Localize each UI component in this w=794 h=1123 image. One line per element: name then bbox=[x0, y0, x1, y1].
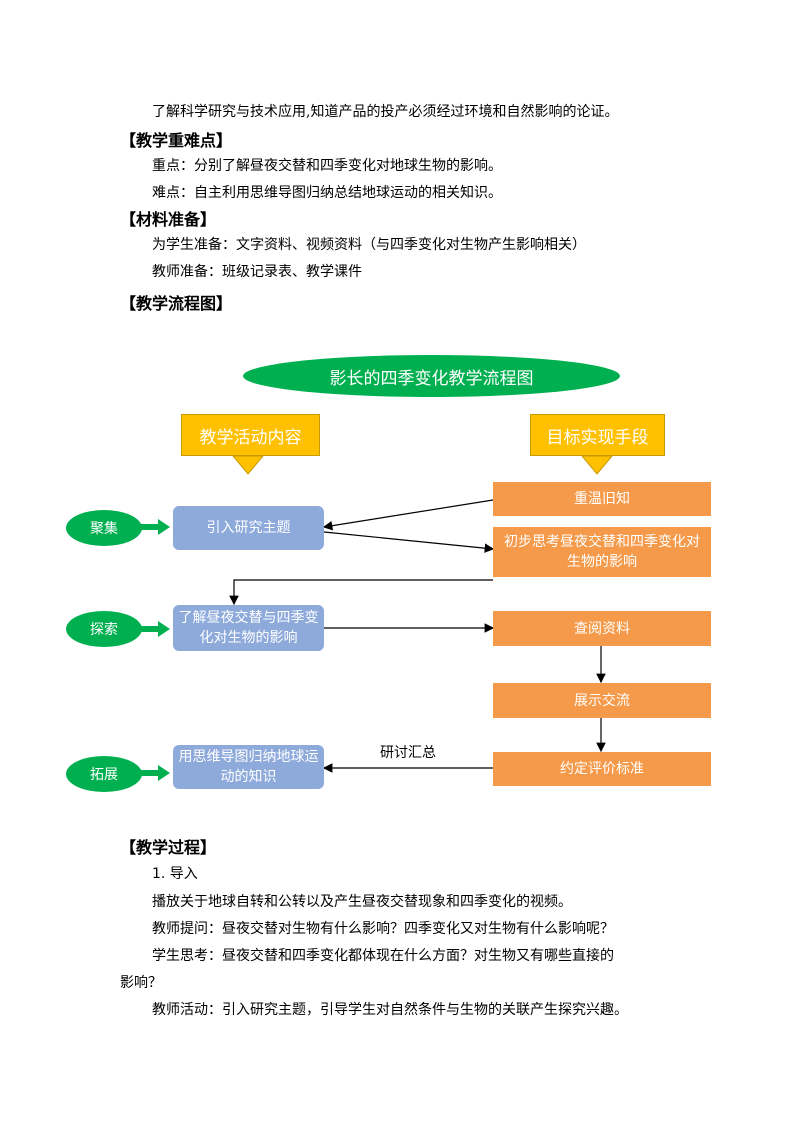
means-review: 重温旧知 bbox=[493, 482, 711, 516]
process-heading: 【教学过程】 bbox=[120, 838, 217, 857]
right-column-header: 目标实现手段 bbox=[530, 414, 665, 456]
means-presentation: 展示交流 bbox=[493, 683, 711, 718]
arrow-think-to-learn bbox=[229, 579, 493, 606]
arrow-intro-to-think bbox=[323, 531, 495, 553]
means-criteria: 约定评价标准 bbox=[493, 752, 711, 786]
stage-arrow-2 bbox=[139, 621, 170, 637]
process-paragraph-3b: 影响？ bbox=[120, 975, 162, 991]
means-research: 查阅资料 bbox=[493, 611, 711, 646]
process-paragraph-4: 教师活动：引入研究主题，引导学生对自然条件与生物的关联产生探究兴趣。 bbox=[152, 1002, 628, 1018]
activity-mindmap: 用思维导图归纳地球运动的知识 bbox=[173, 745, 324, 789]
stage-explore: 探索 bbox=[66, 611, 142, 647]
key-point-line: 重点：分别了解昼夜交替和四季变化对地球生物的影响。 bbox=[152, 158, 502, 174]
process-paragraph-1: 播放关于地球自转和公转以及产生昼夜交替现象和四季变化的视频。 bbox=[152, 894, 572, 910]
flowchart-title: 影长的四季变化教学流程图 bbox=[243, 355, 620, 397]
left-header-arrow bbox=[231, 455, 265, 475]
flow-heading: 【教学流程图】 bbox=[120, 294, 233, 313]
materials-heading: 【材料准备】 bbox=[120, 210, 217, 229]
edge-label-summary: 研讨汇总 bbox=[380, 745, 436, 761]
stage-gather: 聚集 bbox=[66, 510, 142, 546]
key-points-heading: 【教学重难点】 bbox=[120, 131, 233, 150]
activity-intro-topic: 引入研究主题 bbox=[173, 506, 324, 550]
difficult-point-line: 难点：自主利用思维导图归纳总结地球运动的相关知识。 bbox=[152, 185, 502, 201]
intro-line: 了解科学研究与技术应用,知道产品的投产必须经过环境和自然影响的论证。 bbox=[152, 104, 619, 120]
means-initial-thinking: 初步思考昼夜交替和四季变化对生物的影响 bbox=[493, 527, 711, 577]
student-materials-line: 为学生准备：文字资料、视频资料（与四季变化对生物产生影响相关） bbox=[152, 237, 586, 253]
right-header-arrow bbox=[580, 455, 614, 475]
process-paragraph-2: 教师提问：昼夜交替对生物有什么影响？四季变化又对生物有什么影响呢？ bbox=[152, 921, 614, 937]
activity-learn-effects: 了解昼夜交替与四季变化对生物的影响 bbox=[173, 605, 324, 651]
stage-arrow-1 bbox=[139, 519, 170, 535]
step-import: 1. 导入 bbox=[152, 866, 198, 882]
process-paragraph-3a: 学生思考：昼夜交替和四季变化都体现在什么方面？对生物又有哪些直接的 bbox=[152, 948, 614, 964]
left-column-header: 教学活动内容 bbox=[181, 414, 320, 456]
stage-extend: 拓展 bbox=[66, 756, 142, 792]
stage-arrow-3 bbox=[139, 765, 170, 781]
arrow-review-to-intro bbox=[322, 499, 494, 531]
teacher-materials-line: 教师准备：班级记录表、教学课件 bbox=[152, 264, 362, 280]
